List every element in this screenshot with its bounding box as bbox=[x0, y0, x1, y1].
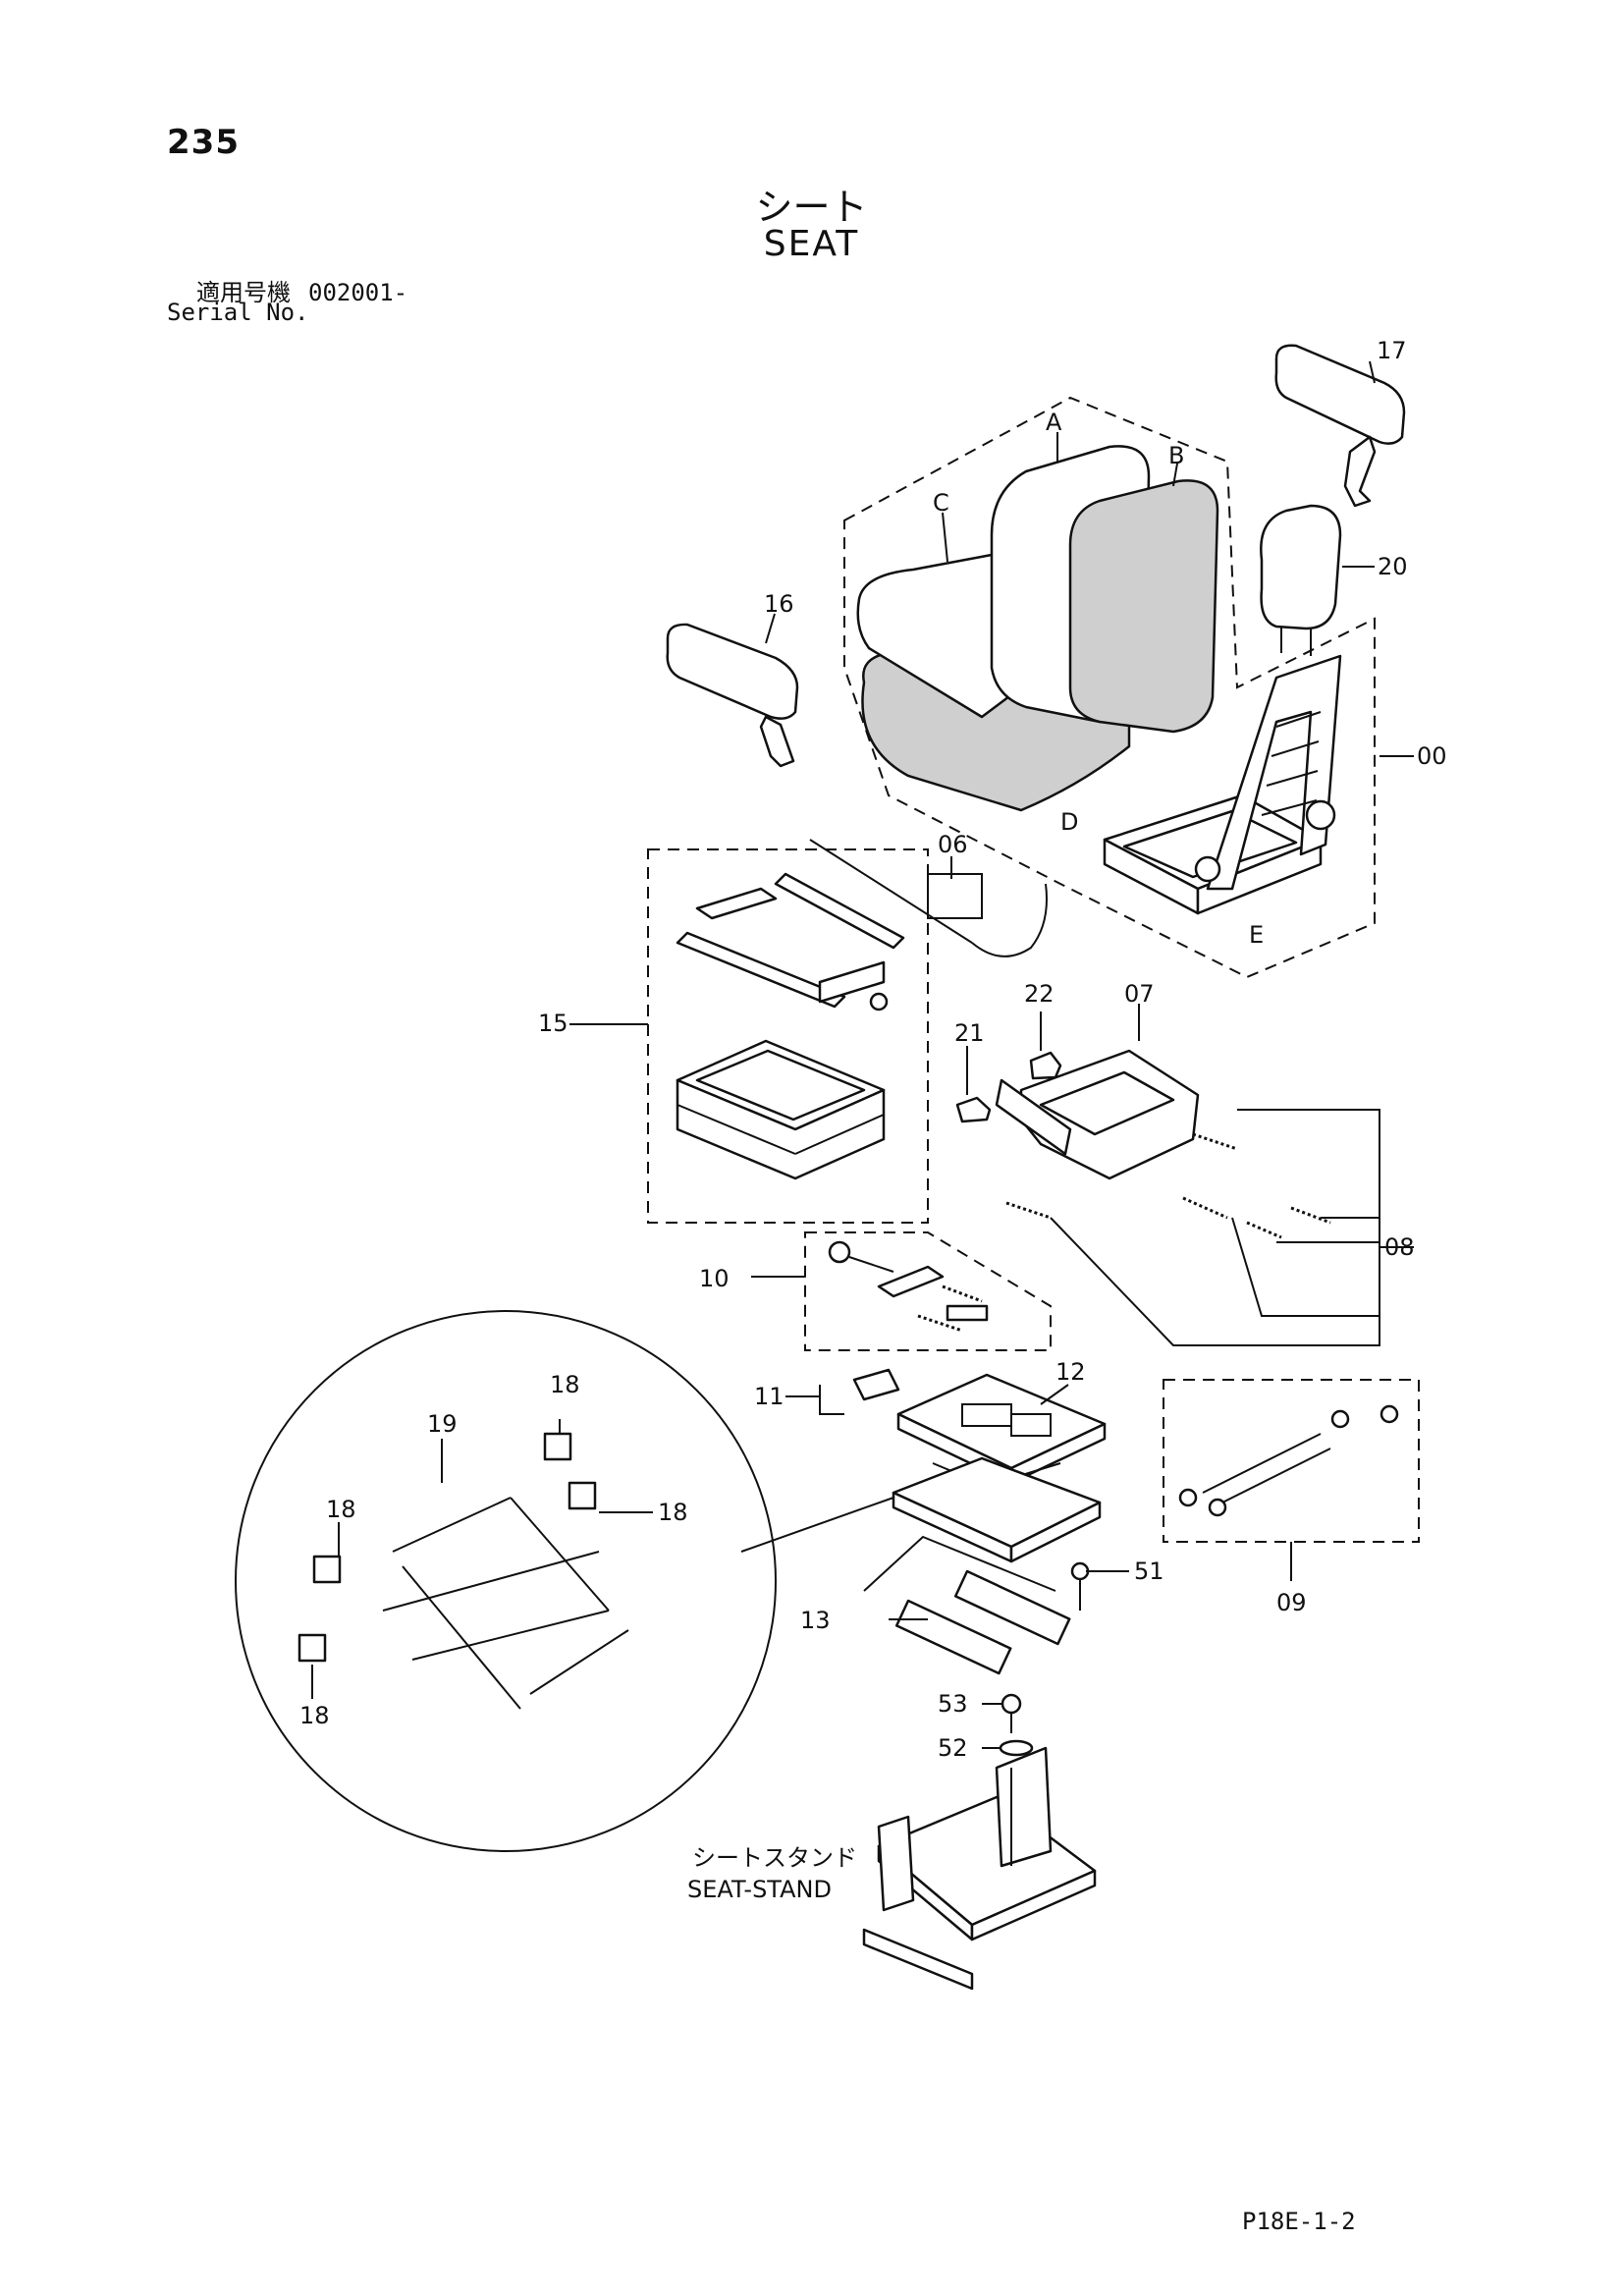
callout-20: 20 bbox=[1378, 553, 1408, 580]
block-18-c bbox=[312, 1555, 342, 1584]
lever-11 bbox=[852, 1368, 900, 1401]
callout-17: 17 bbox=[1377, 337, 1407, 364]
group-09-boundary bbox=[1163, 1379, 1420, 1543]
callout-07: 07 bbox=[1124, 980, 1155, 1008]
headrest-20 bbox=[1260, 504, 1342, 656]
seat-stand-label-japanese: シートスタンド bbox=[692, 1844, 857, 1872]
seat-frame-e bbox=[1103, 654, 1342, 915]
seat-stand-label: SEAT-STAND bbox=[687, 1876, 832, 1903]
footer-code: P18E-1-2 bbox=[1242, 2208, 1356, 2235]
armrest-17 bbox=[1274, 344, 1406, 508]
springs-08 bbox=[1005, 1132, 1331, 1239]
release-cable-06 bbox=[809, 839, 1048, 957]
armrest-16 bbox=[666, 623, 799, 768]
callout-16: 16 bbox=[764, 590, 794, 618]
callout-10: 10 bbox=[699, 1265, 730, 1292]
callout-18-right: 18 bbox=[658, 1499, 688, 1526]
seat-stand bbox=[862, 1746, 1097, 1991]
page-number: 235 bbox=[167, 123, 240, 162]
callout-06: 06 bbox=[938, 831, 968, 858]
backrest-cover-b bbox=[1068, 479, 1219, 734]
bolt-51 bbox=[1070, 1561, 1090, 1611]
callout-letter-c: C bbox=[933, 489, 949, 517]
serial-label-japanese: 適用号機 002001- bbox=[196, 273, 407, 307]
callout-letter-e: E bbox=[1249, 921, 1264, 949]
callout-09: 09 bbox=[1276, 1589, 1307, 1616]
clip-21 bbox=[955, 1096, 992, 1123]
scissor-link-19 bbox=[382, 1497, 629, 1710]
page-title: SEAT bbox=[763, 224, 860, 264]
linkage-parts-09 bbox=[1178, 1404, 1399, 1517]
slide-rails-15 bbox=[676, 872, 905, 1011]
clip-22 bbox=[1029, 1051, 1062, 1080]
callout-letter-d: D bbox=[1060, 808, 1078, 836]
leader-lines bbox=[311, 360, 1414, 1749]
callout-52: 52 bbox=[938, 1734, 968, 1762]
serial-label-english: Serial No. bbox=[167, 299, 309, 326]
shaft-13 bbox=[863, 1535, 1071, 1675]
callout-21: 21 bbox=[954, 1019, 985, 1047]
callout-18-bottom: 18 bbox=[299, 1702, 330, 1729]
group-10-boundary bbox=[804, 1231, 1052, 1351]
detail-view-circle bbox=[235, 1310, 777, 1852]
washer-52 bbox=[999, 1739, 1034, 1757]
seat-base-07 bbox=[995, 1049, 1200, 1180]
suspension-bellows-15 bbox=[676, 1039, 886, 1180]
block-18-a bbox=[543, 1432, 572, 1461]
callout-19: 19 bbox=[427, 1410, 458, 1438]
serial-label-jp-text: 適用号機 bbox=[196, 279, 291, 306]
callout-letter-a: A bbox=[1046, 409, 1062, 436]
detail-leader bbox=[740, 1497, 894, 1553]
serial-number-value: 002001- bbox=[308, 279, 408, 306]
block-18-b bbox=[568, 1481, 597, 1510]
callout-53: 53 bbox=[938, 1690, 968, 1718]
callout-00: 00 bbox=[1417, 742, 1447, 770]
page-title-japanese: シート bbox=[755, 186, 868, 229]
block-18-d bbox=[298, 1633, 327, 1663]
callout-22: 22 bbox=[1024, 980, 1055, 1008]
callout-15: 15 bbox=[538, 1010, 568, 1037]
lever-11-bracket bbox=[819, 1385, 844, 1415]
callout-11: 11 bbox=[754, 1383, 784, 1410]
assembly-00-boundary bbox=[843, 396, 1376, 979]
callout-12: 12 bbox=[1055, 1358, 1086, 1386]
callout-letter-b: B bbox=[1168, 442, 1184, 469]
callout-18-top: 18 bbox=[550, 1371, 580, 1398]
damper-parts-10 bbox=[828, 1240, 989, 1333]
group-15-boundary bbox=[647, 848, 929, 1224]
callout-18-left: 18 bbox=[326, 1496, 356, 1523]
callout-51: 51 bbox=[1134, 1558, 1164, 1585]
callout-13: 13 bbox=[800, 1607, 831, 1634]
callout-08: 08 bbox=[1384, 1233, 1415, 1261]
bolt-53 bbox=[1001, 1693, 1022, 1733]
suspension-mechanism-12 bbox=[892, 1373, 1107, 1563]
